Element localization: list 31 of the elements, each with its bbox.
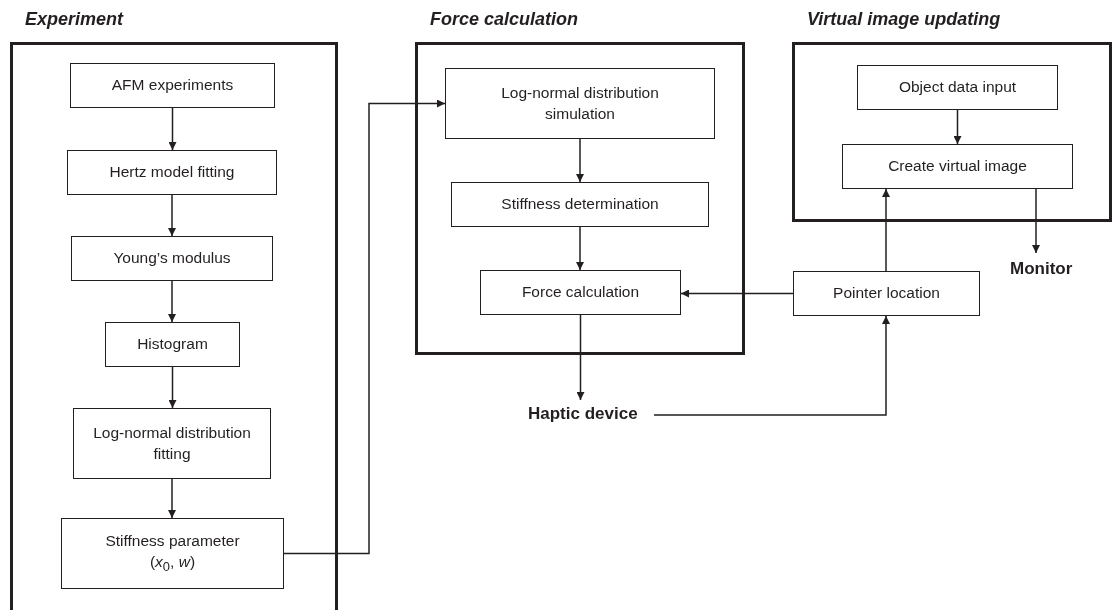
process-box: Young’s modulus [71,236,273,281]
arrow [168,478,176,519]
arrow [168,280,176,323]
process-box: Force calculation [480,270,681,315]
arrow [283,99,446,555]
process-box: Log-normal distribution simulation [445,68,715,139]
process-box: Stiffness parameter (x$_{0}$, w) [61,518,284,589]
arrow [168,366,177,409]
arrow [576,226,584,271]
process-box: Log-normal distribution fitting [73,408,271,479]
process-box: Histogram [105,322,240,367]
arrow [953,109,962,145]
process-box: Create virtual image [842,144,1073,189]
process-box: Object data input [857,65,1058,110]
section-heading: Virtual image updating [807,9,1001,30]
process-box: Hertz model fitting [67,150,277,195]
process-box: AFM experiments [70,63,275,108]
output-label: Monitor [1010,259,1073,279]
arrow [576,314,585,401]
section-heading: Force calculation [430,9,579,30]
output-label: Haptic device [528,404,638,424]
arrow [576,138,584,183]
process-box: Stiffness determination [451,182,709,227]
arrow [653,315,890,416]
arrow [1032,188,1040,254]
arrow [680,289,794,298]
section-heading: Experiment [25,9,124,30]
arrow [882,188,890,272]
process-box: Pointer location [793,271,980,316]
arrow [168,194,176,237]
arrow [168,107,177,151]
